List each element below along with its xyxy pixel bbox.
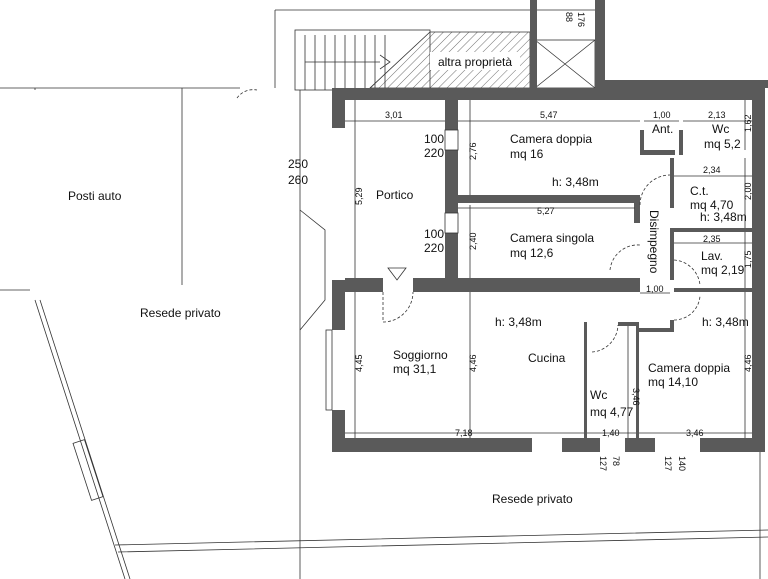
dim-soggiorno-width: 7,18 <box>455 428 473 438</box>
dim-wc-2-width: 1,40 <box>602 428 620 438</box>
dimension-lines <box>345 100 752 438</box>
room-cucina: Cucina <box>528 351 566 365</box>
parking-label: Posti auto <box>68 189 122 203</box>
dim-portico-width: 3,01 <box>385 110 403 120</box>
room-wc-1: Wc <box>712 122 729 136</box>
area-wc-1: mq 5,2 <box>704 137 741 151</box>
room-soggiorno: Soggiorno <box>393 348 448 362</box>
dim-portico-depth: 5,29 <box>354 187 364 205</box>
dim-lav-depth: 1,75 <box>743 250 753 268</box>
dim-wc-1-width: 2,13 <box>708 110 726 120</box>
room-camera-singola: Camera singola <box>510 231 594 245</box>
door-2-width: 100 <box>424 227 444 241</box>
height-ct: h: 3,48m <box>700 210 747 224</box>
camera-doppia-2-window-b: 140 <box>677 456 687 471</box>
door-1-width: 100 <box>424 132 444 146</box>
neighbor-property: altra proprietà 88 176 <box>368 0 605 89</box>
height-camera-doppia-2: h: 3,48m <box>702 315 749 329</box>
room-ct: C.t. <box>690 184 709 198</box>
dim-wc-1-depth: 1,62 <box>743 114 753 132</box>
area-camera-doppia-2: mq 14,10 <box>648 375 698 389</box>
site-lines <box>0 9 768 579</box>
room-camera-doppia-1: Camera doppia <box>510 132 592 146</box>
dim-camera-doppia-1-width: 5,47 <box>540 110 558 120</box>
gate-width: 250 <box>288 157 308 171</box>
room-portico: Portico <box>376 188 414 202</box>
gate-height: 260 <box>288 173 308 187</box>
height-cucina: h: 3,48m <box>495 315 542 329</box>
room-lav: Lav. <box>701 249 723 263</box>
dim-camera-doppia-2-width: 3,46 <box>686 428 704 438</box>
dim-soggiorno-depth: 4,45 <box>354 354 364 372</box>
area-ct: mq 4,70 <box>690 198 734 212</box>
wc-2-window-b: 78 <box>611 456 621 466</box>
door-1-height: 220 <box>424 146 444 160</box>
dim-camera-doppia-1-depth: 2,76 <box>468 142 478 160</box>
room-disimpegno: Disimpegno <box>647 210 661 274</box>
area-wc-2: mq 4,77 <box>590 405 634 419</box>
area-lav: mq 2,19 <box>701 263 745 277</box>
dim-ct-width: 2,34 <box>703 165 721 175</box>
area-camera-singola: mq 12,6 <box>510 246 554 260</box>
wc-2-window-a: 127 <box>598 456 608 471</box>
dim-top-a: 88 <box>564 12 574 22</box>
walls <box>332 80 768 452</box>
garden-bottom-label: Resede privato <box>492 492 573 506</box>
dim-ct-depth: 2,00 <box>743 182 753 200</box>
room-wc-2: Wc <box>590 388 607 402</box>
dim-ant-width: 1,00 <box>653 110 671 120</box>
neighbor-label: altra proprietà <box>438 55 512 69</box>
height-camera-doppia-1: h: 3,48m <box>552 175 599 189</box>
camera-doppia-2-window-a: 127 <box>663 456 673 471</box>
area-camera-doppia-1: mq 16 <box>510 147 544 161</box>
dim-top-b: 176 <box>576 12 586 27</box>
dim-cucina-depth: 4,46 <box>468 354 478 372</box>
dim-disimpegno-width: 1,00 <box>646 284 664 294</box>
garden-left-label: Resede privato <box>140 306 221 320</box>
area-soggiorno: mq 31,1 <box>393 362 437 376</box>
dim-camera-doppia-2-depth: 4,46 <box>743 354 753 372</box>
dim-camera-singola-depth: 2,40 <box>468 232 478 250</box>
room-camera-doppia-2: Camera doppia <box>648 361 730 375</box>
dim-lav-width: 2,35 <box>703 234 721 244</box>
room-ant: Ant. <box>652 122 673 136</box>
doors <box>236 89 701 411</box>
dim-wc-2-depth: 3,46 <box>631 388 641 406</box>
door-2-height: 220 <box>424 241 444 255</box>
dim-camera-singola-width: 5,27 <box>537 206 555 216</box>
